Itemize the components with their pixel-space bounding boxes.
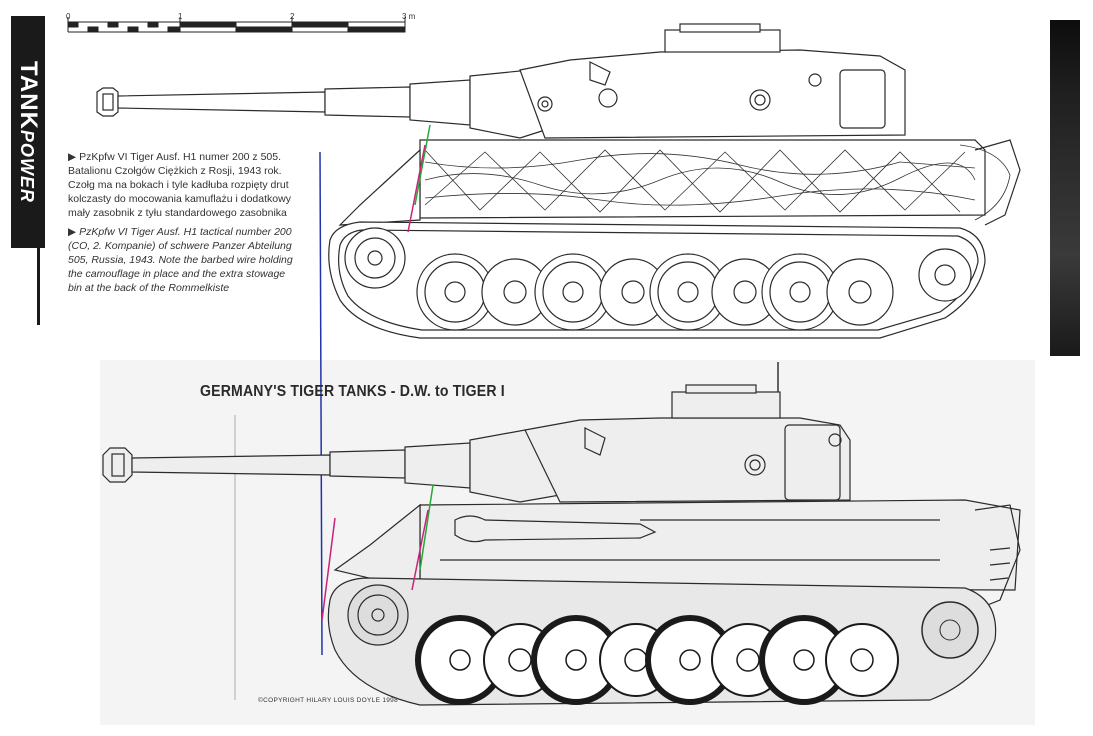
alignment-line-green-bottom <box>419 484 434 571</box>
bottom-idler-wheel <box>921 601 979 659</box>
scale-tick-1: 1 <box>178 12 183 21</box>
scale-tick-3: 3 m <box>402 12 416 21</box>
copyright-note: ©COPYRIGHT HILARY LOUIS DOYLE 1998 <box>258 697 398 704</box>
alignment-line-magenta-top <box>407 144 426 233</box>
top-tank-drawing <box>96 23 1021 339</box>
alignment-line-magenta-bottom <box>411 509 429 591</box>
scale-bar <box>67 17 406 33</box>
bottom-road-wheels <box>415 615 899 705</box>
scale-tick-2: 2 <box>290 12 295 21</box>
book-title: GERMANY'S TIGER TANKS - D.W. to TIGER I <box>200 383 505 400</box>
page-edge-strip <box>1050 20 1080 356</box>
alignment-line-blue <box>319 151 323 656</box>
caption-english: ▶PzKpfw VI Tiger Ausf. H1 tactical numbe… <box>68 226 293 294</box>
brand-strip: TANKPOWER <box>11 16 45 248</box>
brand-rule <box>37 248 40 325</box>
caption-polish: ▶PzKpfw VI Tiger Ausf. H1 numer 200 z 50… <box>68 151 291 219</box>
bullet-arrow-icon: ▶ <box>68 226 77 238</box>
alignment-line-magenta-front <box>321 517 336 621</box>
scale-tick-0: 0 <box>66 12 71 21</box>
alignment-line-green-top <box>414 124 431 206</box>
bullet-arrow-icon: ▶ <box>68 151 77 163</box>
